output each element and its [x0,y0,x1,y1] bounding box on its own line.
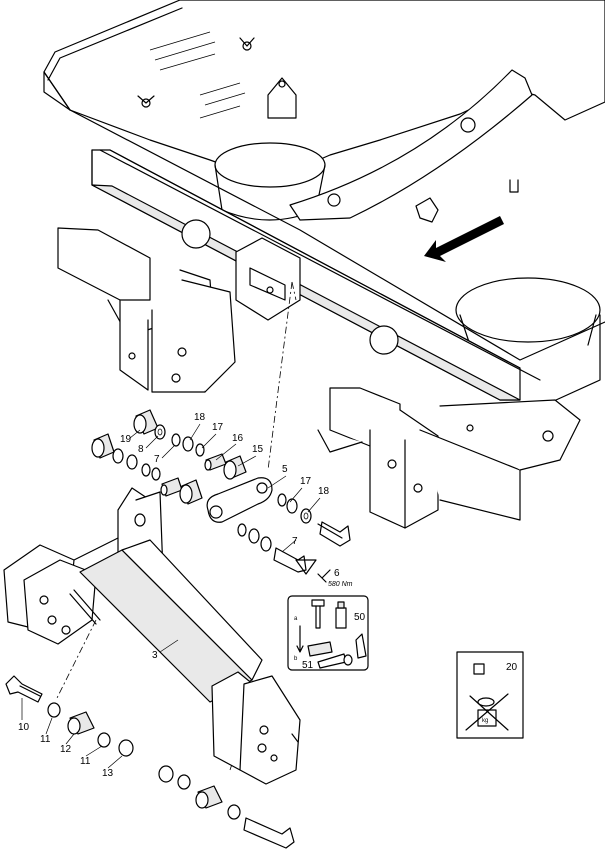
latch-icon [415,197,439,223]
callout-7: 7 [292,536,298,547]
hitch-frame [3,487,301,785]
bushing [133,409,159,435]
right-hitch-bracket [317,387,581,529]
main-cross-beam [91,149,541,401]
travel-direction-arrow-icon [424,216,504,262]
hopper-right [455,277,601,346]
bolt-icon [311,599,325,629]
callout-10: 10 [18,722,30,733]
no-lifting-icon: kg [465,693,509,731]
callout-20: 20 [506,662,518,673]
wing-nut-icon [137,95,155,108]
bushing [91,433,115,459]
callout-3: 3 [152,650,158,661]
plate-marking [149,31,246,119]
marker-icon [509,179,519,193]
callout-19: 19 [120,434,132,445]
center-bracket [235,237,301,321]
circlip [182,436,194,452]
upper-hardware-left [91,409,247,505]
grease-tube-icon [307,641,333,657]
upper-rail [289,69,533,221]
step-b-label: b [294,656,298,662]
callout-labels: 19 8 7 18 17 16 15 5 17 18 7 6 3 10 11 1… [18,412,353,779]
step-a-label: a [294,616,298,622]
wing-nut-icon [239,37,255,51]
pin [160,477,183,497]
callout-6: 6 [334,568,340,579]
bolt [5,675,43,703]
lower-hardware-right [158,765,295,849]
callout-18: 18 [194,412,206,423]
nut [118,739,134,757]
circlip [195,443,205,457]
callout-16: 16 [232,433,244,444]
bolt-icon [317,653,353,669]
cartridge-icon [355,633,367,659]
callout-13: 13 [102,768,114,779]
bushing [195,785,223,809]
weight-warning-box: 20 kg [456,651,524,739]
threadlocker-tube-icon [335,601,347,629]
torque-value: 580 Nm [328,581,353,588]
callout-17: 17 [300,476,312,487]
callout-50: 50 [354,612,366,623]
bolt [243,817,295,849]
leader-lines [21,423,321,769]
lower-hardware-left [5,675,134,757]
washer [154,424,166,440]
circlip [171,433,181,447]
upper-hardware-right [237,493,351,573]
callout-17: 17 [212,422,224,433]
callout-11: 11 [40,734,51,745]
callout-11: 11 [80,756,91,767]
square-icon [473,663,485,675]
arrow-down-icon [296,625,304,653]
link-plate [206,477,273,523]
callout-7: 7 [154,454,160,465]
bushing [67,711,95,735]
bolt [317,521,351,547]
callout-18: 18 [318,486,330,497]
callout-8: 8 [138,444,144,455]
callout-5: 5 [282,464,288,475]
spacer [47,702,61,718]
left-hitch-bracket [57,227,236,393]
spacer [97,732,111,748]
bushing [223,455,247,480]
pin [204,453,227,471]
plate-bracket [267,77,297,119]
bushing [179,479,203,505]
machine-frame [43,0,605,529]
callout-12: 12 [60,744,72,755]
callout-15: 15 [252,444,264,455]
assembly-instruction-box: a b 50 51 [287,559,369,671]
kg-label: kg [482,718,488,724]
callout-51: 51 [302,660,314,671]
torque-wrench-icon [317,569,331,583]
